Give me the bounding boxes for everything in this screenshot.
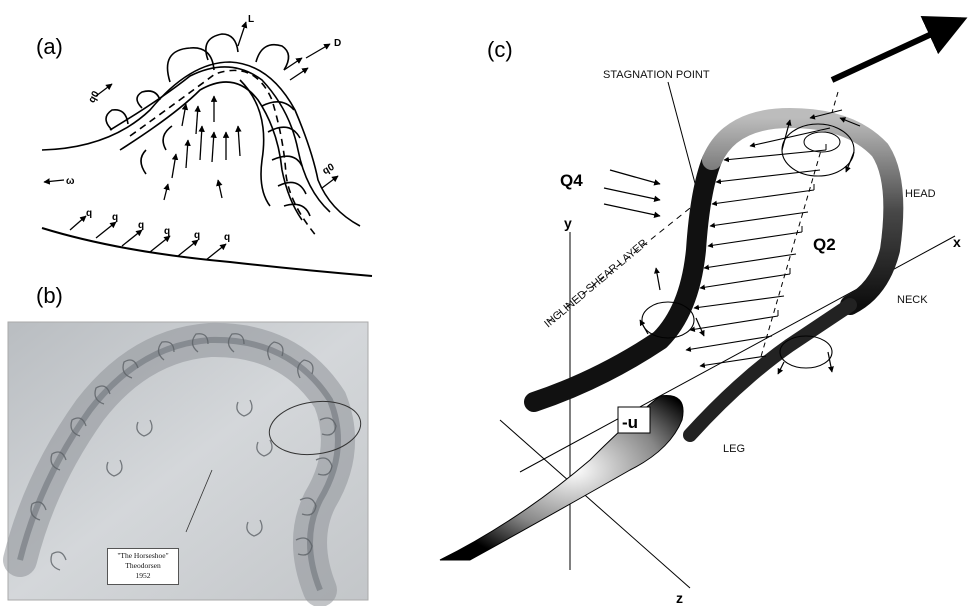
caption-line-1: "The Horseshoe" — [108, 551, 178, 561]
wall-curve — [42, 228, 372, 276]
label-leg: LEG — [723, 443, 745, 455]
label-x-axis: x — [953, 234, 961, 250]
panel-a-sketch — [42, 34, 372, 276]
symbol-q-5: q — [194, 230, 200, 241]
label-u: -u — [622, 413, 638, 432]
symbol-q0-left: q0 — [87, 89, 103, 105]
panel-a-arrows — [44, 22, 338, 260]
vortex-tube-right-leg — [690, 305, 850, 435]
label-y-axis: y — [564, 215, 572, 231]
label-z-axis: z — [676, 590, 683, 606]
vortex-tube-left-leg — [534, 160, 712, 402]
caption-line-2: Theodorsen — [108, 561, 178, 571]
symbol-q-3: q — [138, 220, 144, 231]
symbol-q0-right: q0 — [321, 161, 337, 177]
label-head: HEAD — [905, 188, 936, 200]
label-stagnation-point: STAGNATION POINT — [603, 69, 710, 81]
label-q4: Q4 — [560, 171, 583, 190]
label-q2: Q2 — [813, 235, 836, 254]
symbol-L: L — [248, 14, 254, 25]
label-neck: NECK — [897, 294, 928, 306]
symbol-q-2: q — [112, 212, 118, 223]
panel-c-diagram — [440, 20, 962, 588]
symbol-omega: ω — [66, 176, 75, 187]
symbol-D: D — [334, 38, 341, 49]
caption-line-3: 1952 — [108, 571, 178, 581]
symbol-q-4: q — [164, 226, 170, 237]
vortex-outline-inner-3 — [240, 80, 270, 206]
vortex-tube-head-shade — [712, 118, 893, 305]
flow-direction-arrow — [832, 20, 962, 80]
label-inclined-shear-layer: INCLINED SHEAR LAYER — [542, 237, 650, 330]
symbol-q-6: q — [224, 232, 230, 243]
symbol-q-1: q — [86, 208, 92, 219]
panel-b-photo — [8, 322, 368, 600]
photo-caption: "The Horseshoe" Theodorsen 1952 — [107, 548, 179, 585]
